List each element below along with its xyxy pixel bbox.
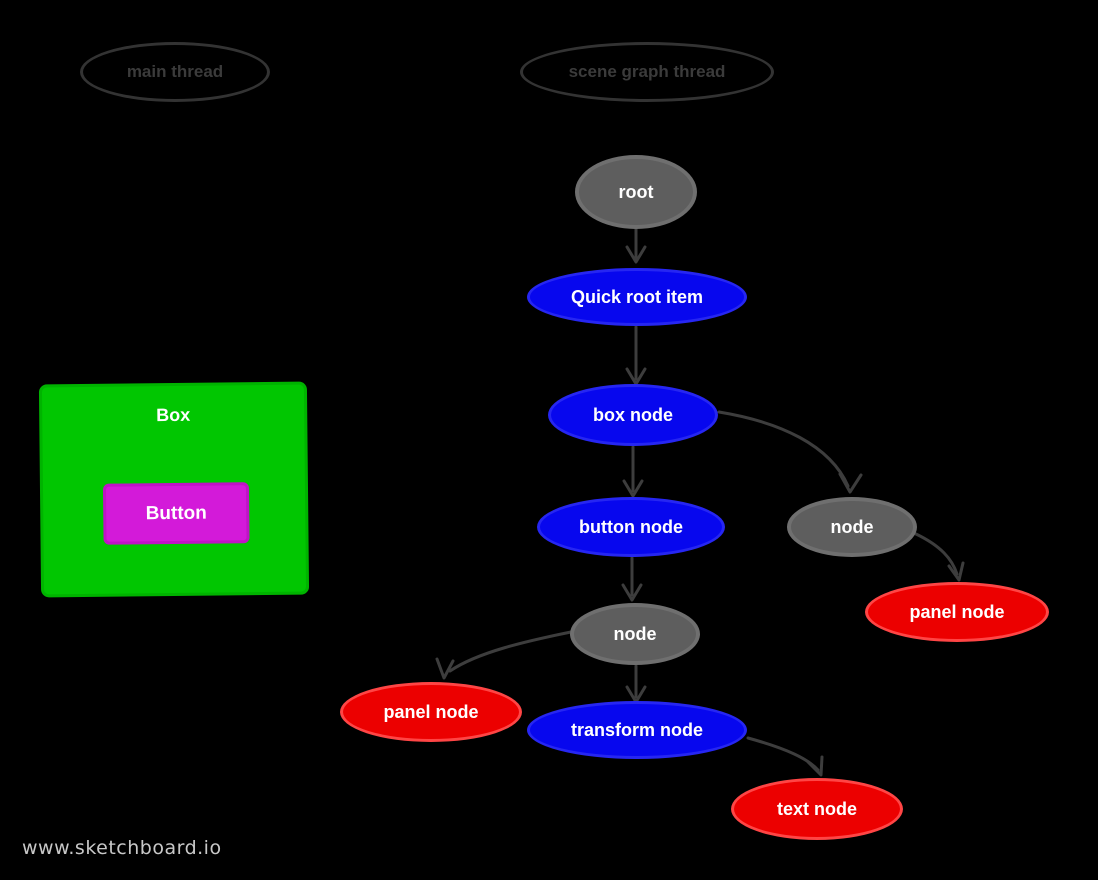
arrowhead-button-to-node[interactable] bbox=[621, 583, 643, 602]
panel-node-left[interactable]: panel node bbox=[340, 682, 522, 742]
arrowhead-node-to-panel-right[interactable] bbox=[947, 561, 965, 582]
arrowhead-transform-to-text[interactable] bbox=[806, 755, 824, 777]
button-label: Button bbox=[145, 502, 207, 524]
root-node[interactable]: root bbox=[575, 155, 697, 229]
edge-node-to-panel-left[interactable] bbox=[448, 630, 573, 673]
arrowhead-root-to-quick[interactable] bbox=[625, 245, 647, 264]
node-right[interactable]: node bbox=[787, 497, 917, 557]
main-thread-label[interactable]: main thread bbox=[80, 42, 270, 102]
text-node[interactable]: text node bbox=[731, 778, 903, 840]
node-center[interactable]: node bbox=[570, 603, 700, 665]
button-node[interactable]: button node bbox=[537, 497, 725, 557]
box-label: Box bbox=[156, 404, 191, 426]
button-shape[interactable]: Button bbox=[102, 482, 250, 545]
box-shape[interactable]: Box Button bbox=[38, 381, 310, 598]
scene-graph-thread-label[interactable]: scene graph thread bbox=[520, 42, 774, 102]
transform-node[interactable]: transform node bbox=[527, 701, 747, 759]
arrowhead-node-to-panel-left[interactable] bbox=[435, 657, 455, 680]
quick-root-item-node[interactable]: Quick root item bbox=[527, 268, 747, 326]
arrowhead-box-to-button[interactable] bbox=[622, 479, 644, 498]
arrowhead-box-to-node-right[interactable] bbox=[838, 472, 863, 494]
panel-node-right[interactable]: panel node bbox=[865, 582, 1049, 642]
watermark: www.sketchboard.io bbox=[22, 837, 222, 859]
edge-node-to-panel-right[interactable] bbox=[914, 532, 959, 576]
box-node[interactable]: box node bbox=[548, 384, 718, 446]
